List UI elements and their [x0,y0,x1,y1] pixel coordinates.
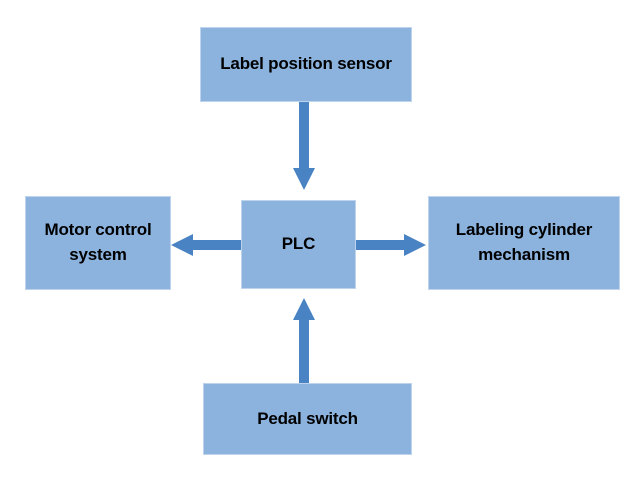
node-label-position-sensor[interactable]: Label position sensor [200,27,412,102]
arrow-plc-to-motor [171,234,241,256]
node-motor-control-system-text: Motor control system [44,220,152,264]
node-plc[interactable]: PLC [241,200,356,289]
arrow-sensor-to-plc [293,102,315,190]
node-labeling-cylinder-mechanism[interactable]: Labeling cylinder mechanism [428,196,620,290]
node-label-position-sensor-text: Label position sensor [220,54,392,74]
arrow-plc-to-cylinder [356,234,426,256]
node-motor-control-system[interactable]: Motor control system [25,196,171,290]
arrow-pedal-to-plc [293,298,315,383]
node-pedal-switch-text: Pedal switch [257,408,358,428]
node-labeling-cylinder-mechanism-text: Labeling cylinder mechanism [455,220,593,264]
node-pedal-switch[interactable]: Pedal switch [203,383,412,455]
node-plc-text: PLC [281,234,316,254]
